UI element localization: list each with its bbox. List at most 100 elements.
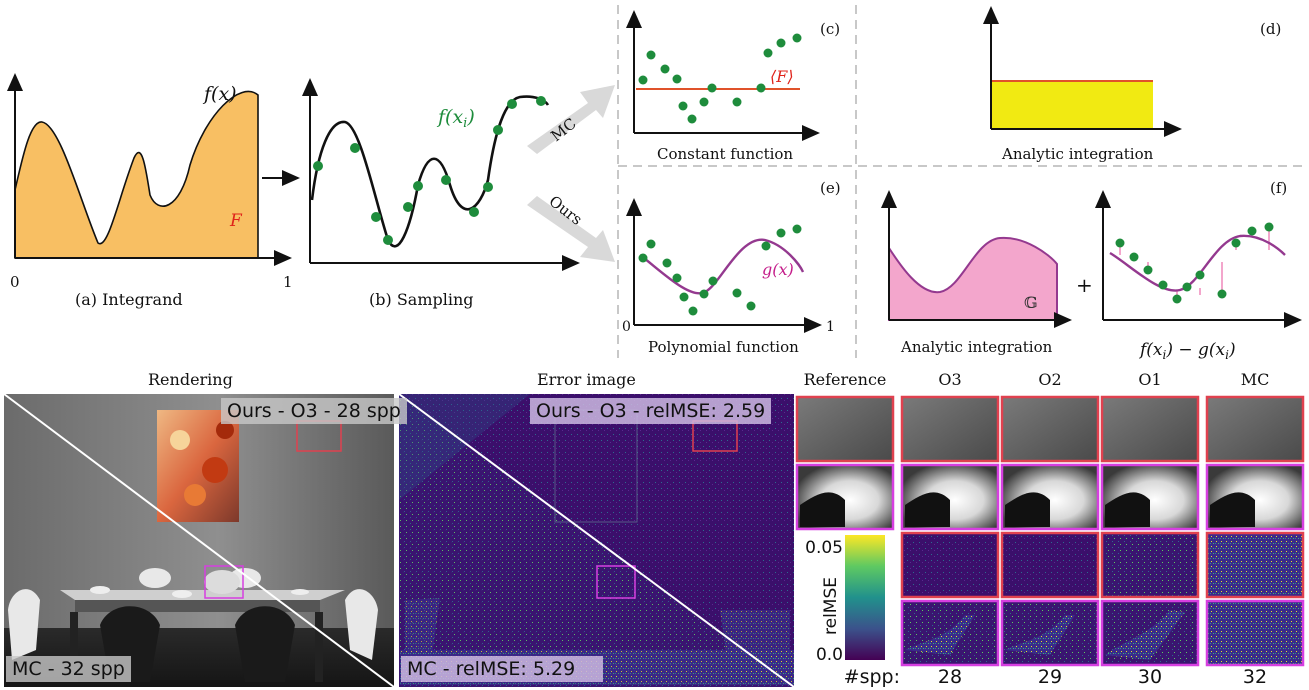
sample-func-label: f(xi) xyxy=(436,106,475,131)
split-diagonal-err xyxy=(398,393,795,688)
spp-label: #spp: xyxy=(843,666,900,688)
sample-point xyxy=(699,289,709,299)
sample-point xyxy=(1158,280,1168,290)
sample-point xyxy=(1182,282,1192,292)
poly-curve-f xyxy=(1109,234,1286,292)
sample-point xyxy=(469,207,479,217)
sample-point xyxy=(699,97,709,107)
sample-point xyxy=(679,292,689,302)
samples-f xyxy=(1115,222,1274,304)
sample-point xyxy=(441,175,451,185)
sample-point xyxy=(371,212,381,222)
sample-point xyxy=(1195,270,1205,280)
func-label-a: f(x) xyxy=(202,83,237,105)
panel-d-analytic: (d) Analytic integration xyxy=(983,6,1281,163)
sample-point xyxy=(507,99,517,109)
sample-point xyxy=(1264,222,1274,232)
caption-e: Polynomial function xyxy=(648,338,799,356)
tag-e: (e) xyxy=(820,179,841,197)
sample-point xyxy=(776,38,786,48)
caption-d: Analytic integration xyxy=(1001,145,1154,163)
sample-point xyxy=(383,235,393,245)
sample-point xyxy=(776,228,786,238)
ours-arrow: Ours xyxy=(527,192,615,262)
sample-point xyxy=(646,239,656,249)
sample-point xyxy=(688,306,698,316)
crop-col-o1 xyxy=(1100,395,1200,667)
error-title: Error image xyxy=(537,370,636,389)
sample-point xyxy=(646,50,656,60)
error-image xyxy=(398,393,795,688)
poly-curve-e xyxy=(639,238,805,295)
error-ours-tag: Ours - O3 - relMSE: 2.59 xyxy=(530,398,772,424)
col-header-reference: Reference xyxy=(803,370,887,389)
samples-c xyxy=(638,33,802,124)
sample-point xyxy=(660,64,670,74)
colorbar-gradient xyxy=(845,535,885,660)
area-label-a: F xyxy=(229,211,243,231)
col-header-o1: O1 xyxy=(1138,370,1162,389)
ref-crop-magenta xyxy=(795,463,895,531)
poly-label-e: g(x) xyxy=(762,260,794,279)
colorbar-max: 0.05 xyxy=(805,538,843,558)
sample-point xyxy=(672,74,682,84)
sample-point xyxy=(761,241,771,251)
colorbar-label: relMSE xyxy=(821,577,841,635)
rendering-title: Rendering xyxy=(148,370,233,389)
tag-f: (f) xyxy=(1270,179,1287,197)
zoom-box-magenta-err xyxy=(596,565,636,599)
sample-point xyxy=(638,75,648,85)
sample-point xyxy=(493,125,503,135)
colorbar-min: 0.0 xyxy=(816,645,843,665)
error-mc-tag: MC - relMSE: 5.29 xyxy=(401,656,603,682)
ref-crop-red xyxy=(795,395,895,463)
integrand-area xyxy=(14,90,259,259)
integral-area-d xyxy=(991,81,1153,129)
sample-point xyxy=(662,258,672,268)
sample-point xyxy=(313,161,323,171)
area-label-f: 𝔾 xyxy=(1024,293,1038,312)
tag-c: (c) xyxy=(820,20,840,38)
rendering-ours-tag: Ours - O3 - 28 spp xyxy=(221,398,407,424)
sample-point xyxy=(672,273,682,283)
caption-f1: Analytic integration xyxy=(900,338,1053,356)
spp-value-mc: 32 xyxy=(1242,666,1268,688)
mc-arrow: MC xyxy=(527,85,615,154)
residual-lines xyxy=(1119,227,1270,301)
spp-value-o2: 29 xyxy=(1037,666,1063,688)
sample-point xyxy=(756,83,766,93)
rendering-mc-tag: MC - 32 spp xyxy=(6,656,131,682)
x0-label-e: 0 xyxy=(622,319,631,335)
panel-b-sampling: f(xi) (b) Sampling xyxy=(302,78,580,309)
sample-point xyxy=(792,33,802,43)
sample-point xyxy=(746,301,756,311)
col-header-o3: O3 xyxy=(938,370,962,389)
sample-point xyxy=(1247,226,1257,236)
caption-b: (b) Sampling xyxy=(369,290,474,309)
sample-point xyxy=(732,97,742,107)
sample-point xyxy=(687,114,697,124)
samples-e xyxy=(638,224,802,316)
x1-label-e: 1 xyxy=(826,319,835,335)
sample-point xyxy=(413,181,423,191)
sample-point xyxy=(707,83,717,93)
dashed-separators xyxy=(617,5,1305,358)
sample-point xyxy=(1129,252,1139,262)
plus-sign: + xyxy=(1076,273,1093,297)
colorbar: 0.05 0.0 relMSE xyxy=(805,535,885,665)
sample-point xyxy=(732,288,742,298)
caption-f2: f(xi) − g(xi) xyxy=(1138,340,1236,362)
panel-c-constant: ⟨F⟩ (c) Constant function xyxy=(626,10,840,163)
sample-point xyxy=(708,276,718,286)
sample-point xyxy=(792,224,802,234)
x0-label-a: 0 xyxy=(10,273,20,291)
sample-point xyxy=(536,96,546,106)
col-header-mc: MC xyxy=(1240,370,1270,389)
sample-point xyxy=(350,143,360,153)
split-diagonal xyxy=(3,393,395,688)
mean-label: ⟨F⟩ xyxy=(770,67,794,86)
poly-area-f xyxy=(888,236,1058,321)
panel-e-polynomial: g(x) 0 1 (e) Polynomial function xyxy=(622,179,841,356)
x1-label-a: 1 xyxy=(283,273,293,291)
